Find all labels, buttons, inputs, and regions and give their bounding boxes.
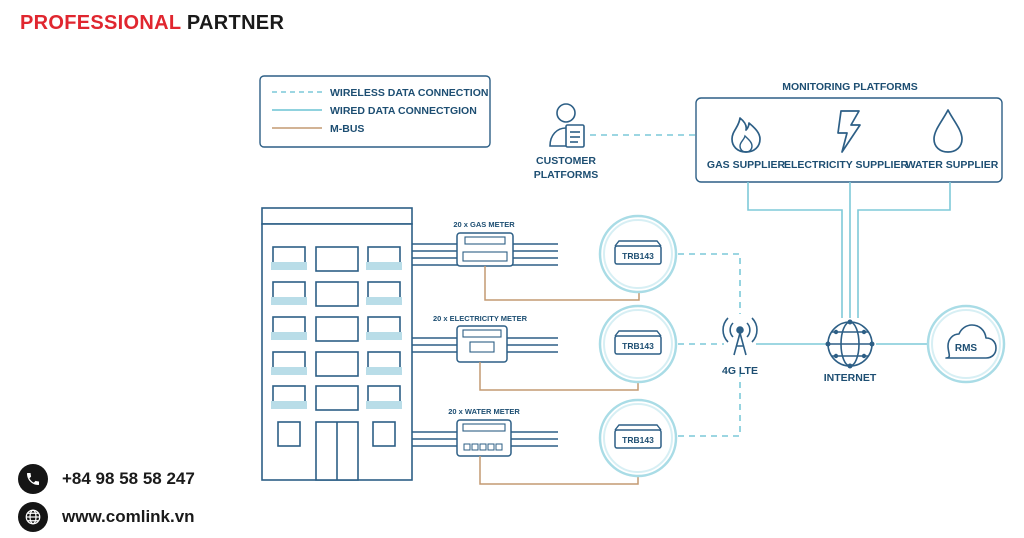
electricity-meter-label: 20 x ELECTRICITY METER (433, 314, 528, 323)
gas-meter: 20 x GAS METER (453, 220, 515, 267)
brand-rest: PARTNER (186, 12, 285, 34)
monitoring-wired-links (747, 182, 951, 318)
customer-user-icon (549, 103, 585, 148)
rms-label: RMS (955, 343, 978, 354)
lte-label: 4G LTE (722, 365, 758, 377)
phone-icon (18, 464, 48, 494)
brand-title: PROFESSIONAL PARTNER (20, 12, 284, 35)
router-1-label: TRB143 (622, 251, 654, 261)
internet-globe-icon (825, 319, 875, 369)
water-meter-label: 20 x WATER METER (448, 407, 520, 416)
legend-mbus: M-BUS (330, 123, 364, 135)
gas-meter-label: 20 x GAS METER (453, 220, 515, 229)
electricity-meter: 20 x ELECTRICITY METER (433, 314, 528, 363)
contact-phone[interactable]: +84 98 58 58 247 (18, 464, 195, 494)
water-drop-icon (933, 109, 963, 153)
water-meter: 20 x WATER METER (448, 407, 520, 457)
water-supplier-label: WATER SUPPLIER (906, 159, 999, 171)
router-1: TRB143 (598, 214, 678, 294)
monitoring-platforms: MONITORING PLATFORMS GAS SUPPLIER ELECTR… (695, 81, 1003, 183)
cloud-icon (945, 324, 997, 359)
legend: WIRELESS DATA CONNECTION WIRED DATA CONN… (259, 75, 491, 148)
apartment-building (261, 207, 413, 481)
electricity-supplier-label: ELECTRICITY SUPPLIER (784, 159, 908, 171)
phone-number: +84 98 58 58 247 (62, 469, 195, 488)
router-2-label: TRB143 (622, 341, 654, 351)
router-3: TRB143 (598, 398, 678, 478)
lightning-icon (837, 110, 861, 153)
customer-platforms: CUSTOMER PLATFORMS (534, 103, 599, 181)
brand-highlight: PROFESSIONAL (20, 12, 182, 34)
router-2: TRB143 (598, 304, 678, 384)
router-wireless-links (678, 253, 741, 437)
legend-wired: WIRED DATA CONNECTGION (330, 105, 477, 117)
rms-cloud: RMS (926, 304, 1006, 384)
flame-icon (731, 117, 761, 153)
gas-supplier-label: GAS SUPPLIER (707, 159, 786, 171)
globe-icon (18, 502, 48, 532)
contact-website[interactable]: www.comlink.vn (18, 502, 195, 532)
legend-wireless: WIRELESS DATA CONNECTION (330, 87, 488, 99)
customer-label-1: CUSTOMER (536, 155, 596, 167)
router-3-label: TRB143 (622, 435, 654, 445)
monitoring-title: MONITORING PLATFORMS (782, 81, 918, 93)
customer-label-2: PLATFORMS (534, 169, 599, 181)
website-url: www.comlink.vn (62, 507, 195, 526)
internet-label: INTERNET (824, 372, 877, 384)
cell-tower-icon (722, 317, 758, 356)
